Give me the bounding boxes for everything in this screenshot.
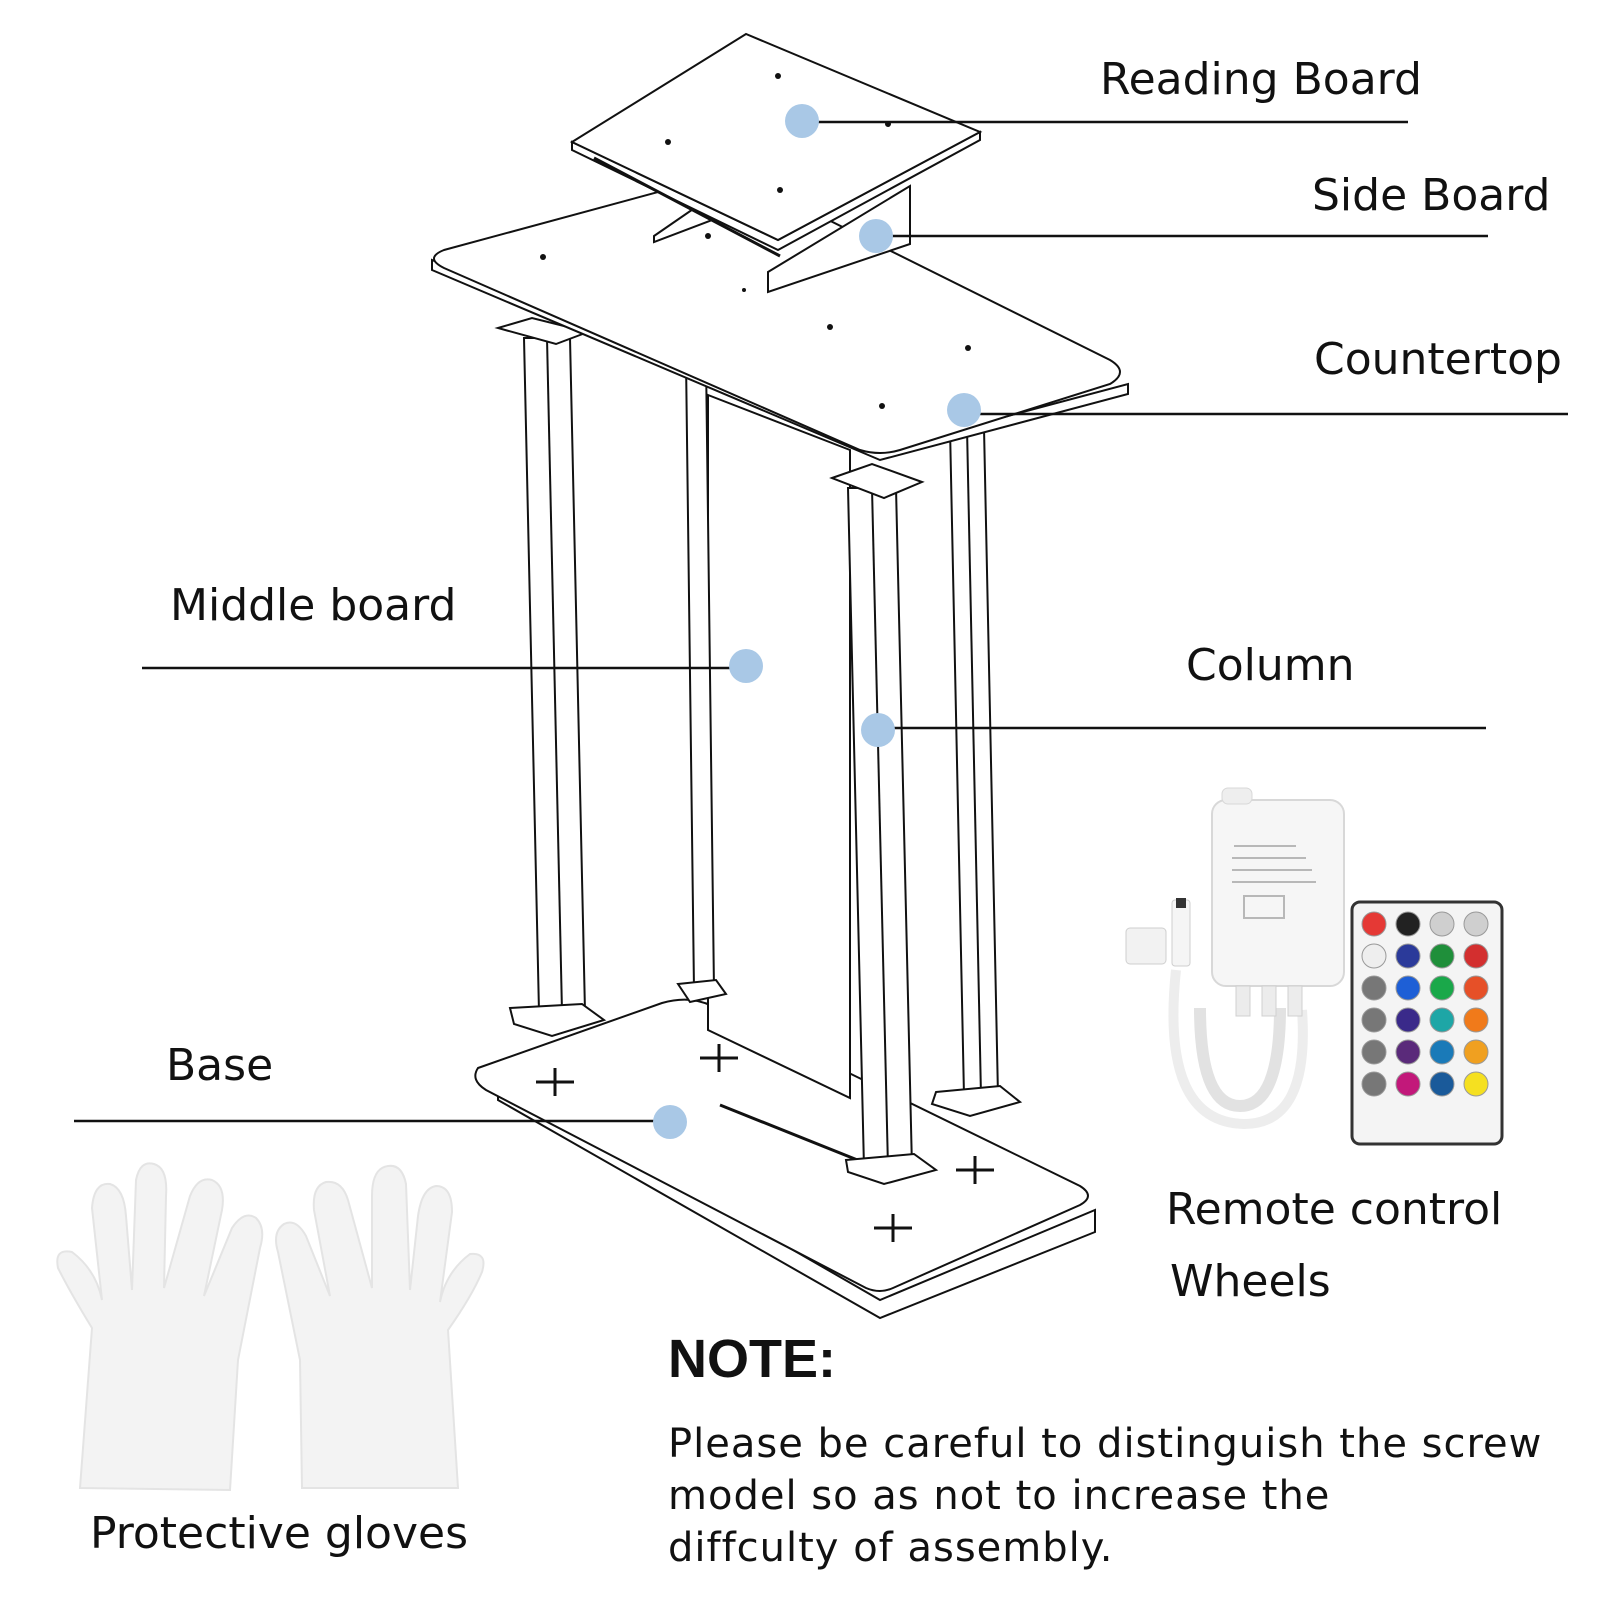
remote-button xyxy=(1463,911,1489,937)
remote-button xyxy=(1429,911,1455,937)
label-wheels: Wheels xyxy=(1170,1256,1331,1307)
note-line-2: model so as not to increase the xyxy=(668,1473,1331,1519)
label-side-board: Side Board xyxy=(1312,170,1551,221)
remote-button xyxy=(1395,1007,1421,1033)
remote-button xyxy=(1429,943,1455,969)
remote-button xyxy=(1429,975,1455,1001)
remote-button xyxy=(1463,975,1489,1001)
remote-button xyxy=(1463,1039,1489,1065)
label-reading-board: Reading Board xyxy=(1100,54,1422,105)
remote-button xyxy=(1361,1071,1387,1097)
remote-button xyxy=(1463,943,1489,969)
reading-board-part xyxy=(569,32,983,258)
remote-button xyxy=(1429,1039,1455,1065)
remote-button xyxy=(1361,911,1387,937)
remote-button xyxy=(1395,1039,1421,1065)
label-countertop: Countertop xyxy=(1314,334,1562,385)
column-dot xyxy=(861,713,895,747)
callout-dots xyxy=(653,104,981,1139)
note-line-1: Please be careful to distinguish the scr… xyxy=(668,1421,1543,1467)
note-line-3: diffculty of assembly. xyxy=(668,1525,1114,1571)
callout-lines xyxy=(74,120,1568,1123)
remote-button xyxy=(1429,1007,1455,1033)
remote-button xyxy=(1361,1007,1387,1033)
note-title: NOTE: xyxy=(668,1329,836,1389)
label-column: Column xyxy=(1186,640,1355,691)
label-protective-gloves: Protective gloves xyxy=(90,1508,468,1559)
remote-button-grid xyxy=(1361,911,1489,1097)
controller-box xyxy=(1125,787,1345,1130)
reading-board-dot xyxy=(785,104,819,138)
remote-button xyxy=(1429,1071,1455,1097)
remote-button xyxy=(1361,975,1387,1001)
label-remote-control: Remote control xyxy=(1166,1184,1503,1235)
remote-button xyxy=(1463,1007,1489,1033)
protective-gloves-part xyxy=(56,1162,485,1492)
remote-button xyxy=(1395,1071,1421,1097)
countertop-part xyxy=(431,170,1129,462)
remote-button xyxy=(1463,1071,1489,1097)
remote-button xyxy=(1395,911,1421,937)
base-dot xyxy=(653,1105,687,1139)
remote-button xyxy=(1361,943,1387,969)
remote-button xyxy=(1361,1039,1387,1065)
middle-board-dot xyxy=(729,649,763,683)
label-base: Base xyxy=(166,1040,274,1091)
middle-board-part xyxy=(707,393,851,1100)
side-board-dot xyxy=(859,219,893,253)
label-middle-board: Middle board xyxy=(170,580,457,631)
remote-button xyxy=(1395,943,1421,969)
countertop-dot xyxy=(947,393,981,427)
note-body: Please be careful to distinguish the scr… xyxy=(668,1418,1568,1574)
remote-button xyxy=(1395,975,1421,1001)
remote-control-part xyxy=(1350,900,1504,1146)
